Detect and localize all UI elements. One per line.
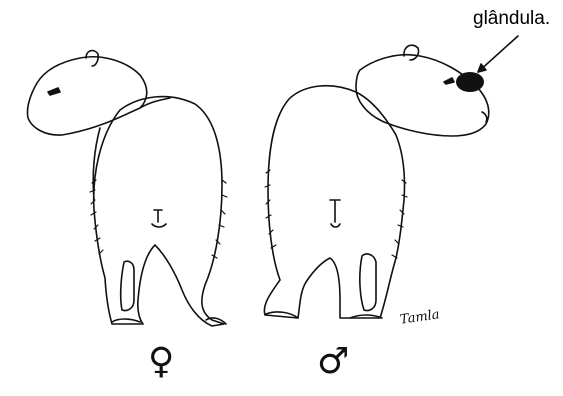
female-inner-leg	[121, 261, 134, 310]
male-tail-mark	[330, 200, 340, 227]
female-tail-mark	[152, 210, 166, 227]
male-capybara-drawing	[264, 45, 488, 318]
male-inner-leg	[360, 254, 376, 311]
female-ear	[86, 51, 98, 66]
female-body-outline	[94, 97, 224, 326]
male-eye	[444, 78, 454, 84]
female-eye	[48, 88, 60, 95]
female-capybara-drawing	[27, 51, 227, 326]
female-fur-left	[90, 180, 103, 254]
gland-arrow	[478, 36, 518, 72]
male-head-outline	[356, 55, 489, 136]
male-symbol: ♂	[317, 344, 349, 380]
male-gland	[456, 72, 484, 92]
female-head-outline	[27, 57, 146, 135]
male-nose	[482, 112, 487, 122]
female-foot-left	[112, 319, 140, 322]
female-fur-right	[212, 180, 227, 258]
male-ear	[404, 45, 419, 60]
female-symbol: ♀	[148, 344, 174, 380]
gland-label: glândula.	[473, 8, 550, 30]
